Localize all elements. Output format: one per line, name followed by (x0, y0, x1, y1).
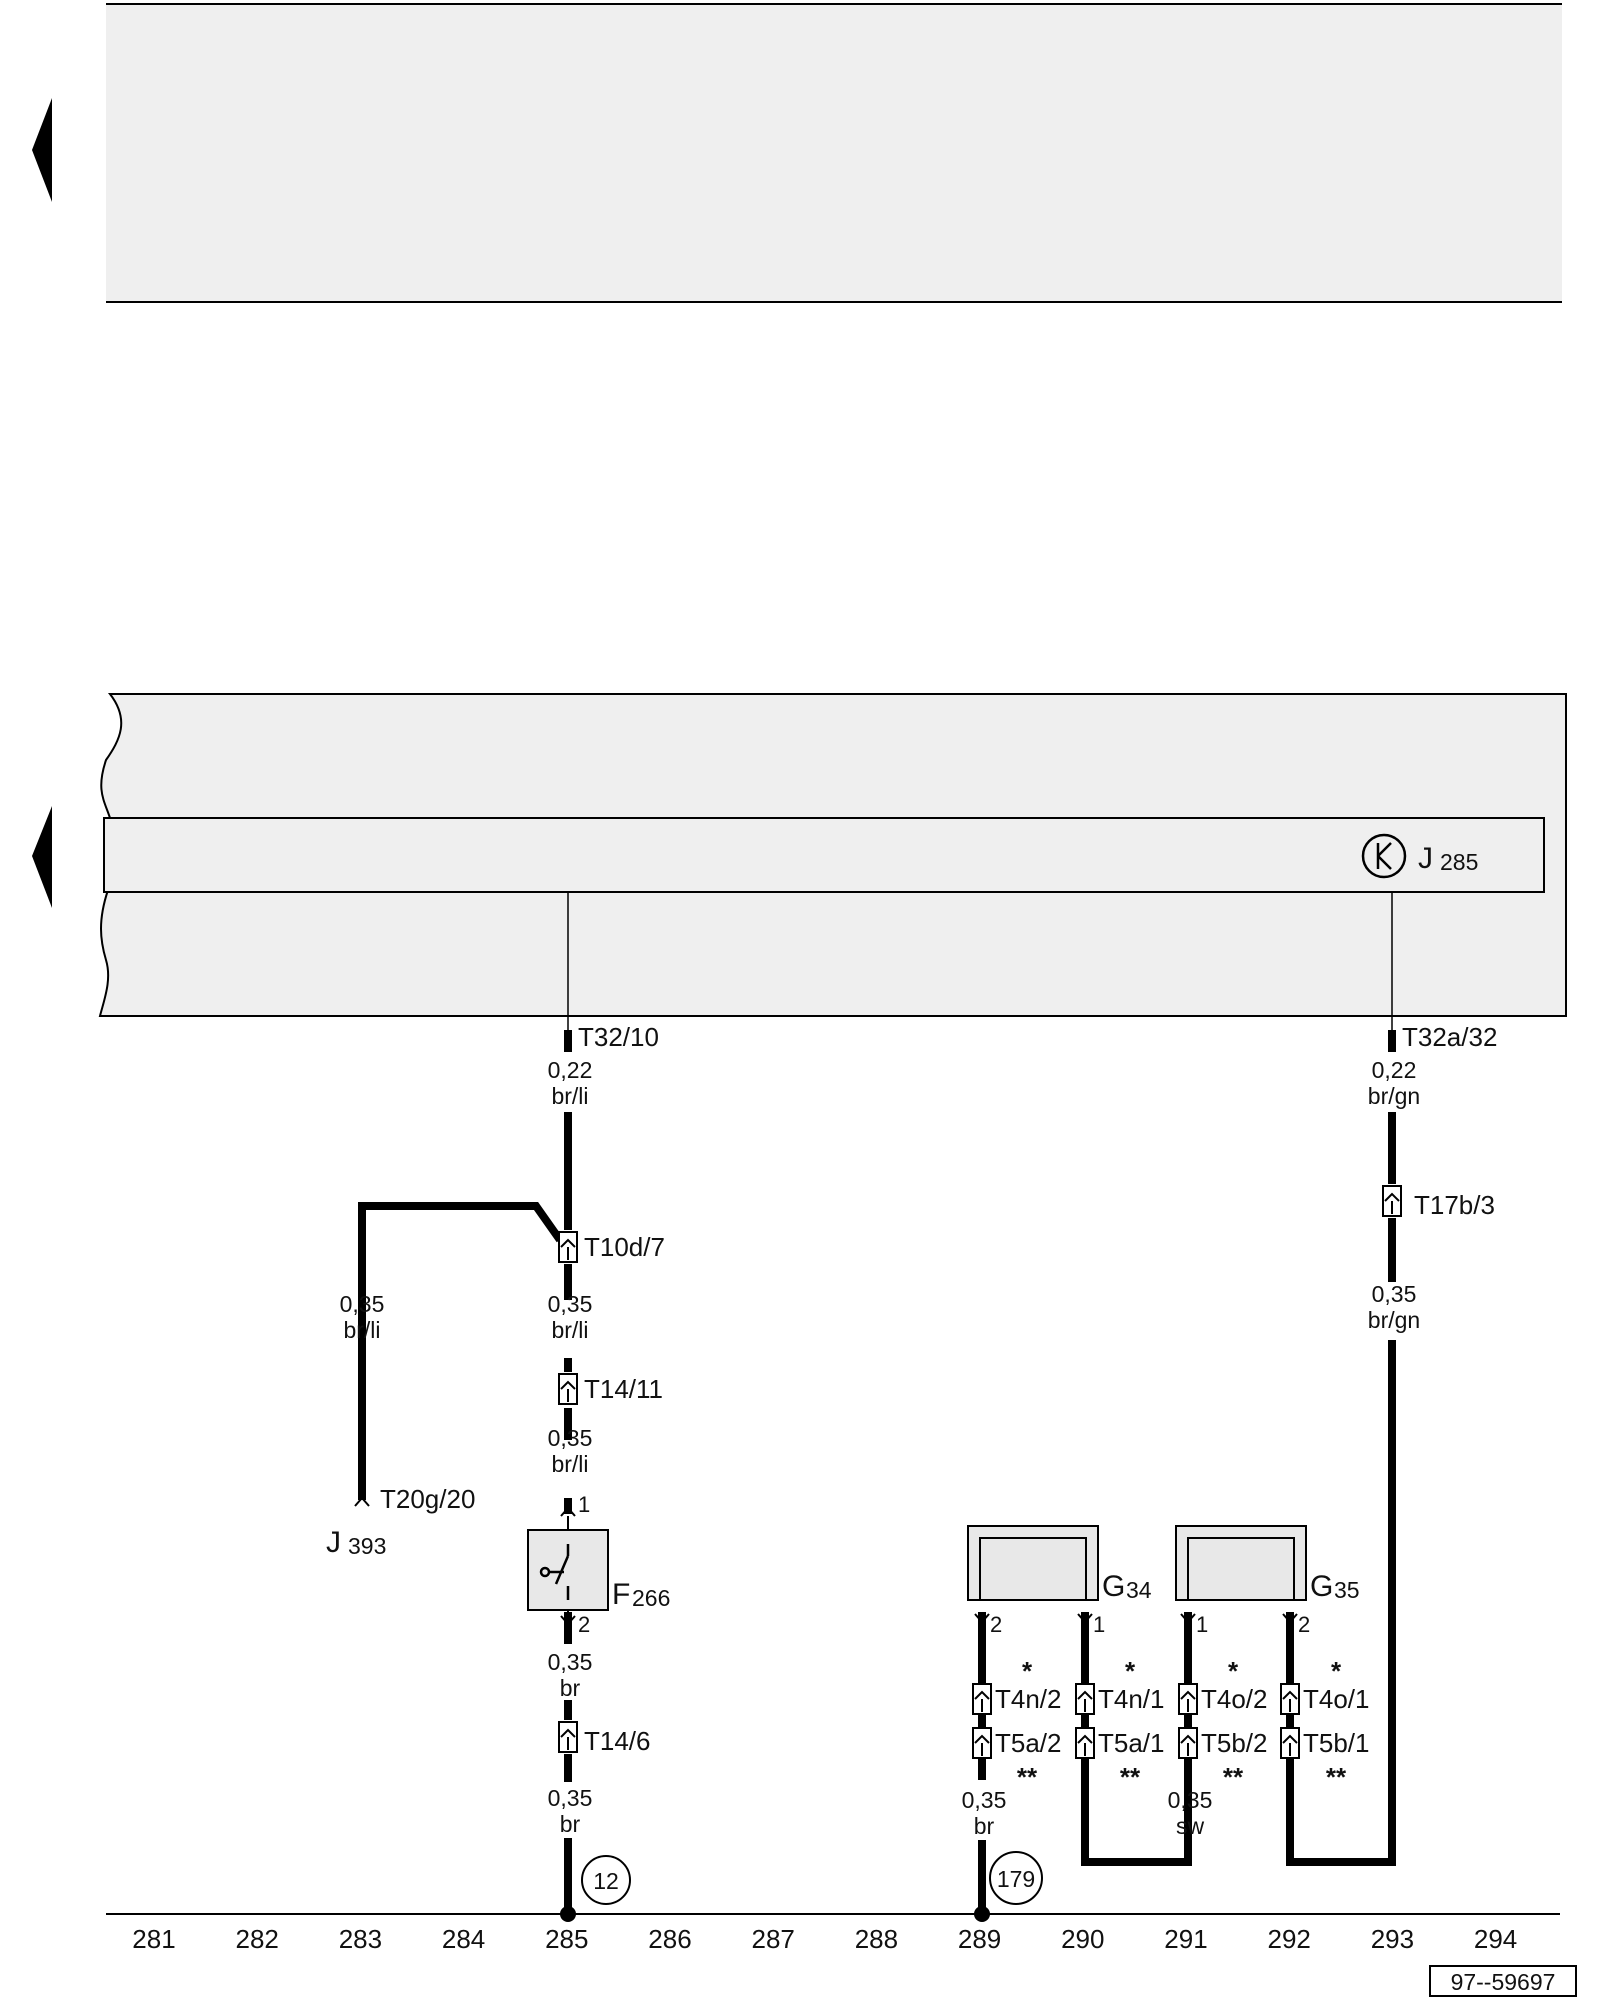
wire-color: br/gn (1368, 1083, 1420, 1109)
pin-end-icon (354, 1496, 370, 1507)
connector-label: T5b/1 (1303, 1728, 1370, 1758)
wire-size: 0,35 (548, 1649, 593, 1675)
wire-color: br (974, 1813, 995, 1839)
upper-component-panel (106, 4, 1562, 302)
wire-segment (358, 1202, 564, 1500)
column-number: 286 (648, 1924, 691, 1954)
column-number: 291 (1164, 1924, 1207, 1954)
double-star-marker: ** (1120, 1762, 1141, 1792)
component-sub: 35 (1334, 1577, 1360, 1603)
continuation-arrow-icon (32, 98, 52, 202)
star-marker: * (1228, 1656, 1239, 1686)
connector-label: T4n/2 (995, 1684, 1062, 1714)
switch-icon (539, 1544, 570, 1600)
wire-size: 0,35 (548, 1291, 593, 1317)
connector-label: T32a/32 (1402, 1022, 1497, 1052)
connector-pin-icon (1388, 1030, 1396, 1052)
wire-size: 0,35 (340, 1291, 385, 1317)
wire-size: 0,35 (548, 1425, 593, 1451)
column-number: 284 (442, 1924, 485, 1954)
connector-label: T17b/3 (1414, 1190, 1495, 1220)
connector-label: T10d/7 (584, 1232, 665, 1262)
component-sub: 393 (348, 1533, 386, 1559)
column-number: 283 (339, 1924, 382, 1954)
column-number: 289 (958, 1924, 1001, 1954)
connector-label: T14/6 (584, 1726, 651, 1756)
column-number: 282 (236, 1924, 279, 1954)
ground-point-label: 179 (997, 1866, 1035, 1892)
wire-color: br (560, 1675, 581, 1701)
wire-size: 0,22 (1372, 1057, 1417, 1083)
column-number: 294 (1474, 1924, 1517, 1954)
wire-color: sw (1176, 1813, 1205, 1839)
column-number: 292 (1268, 1924, 1311, 1954)
wire-size: 0,35 (1372, 1281, 1417, 1307)
wire-color: br/li (551, 1317, 588, 1343)
pin-end-icon (560, 1506, 576, 1517)
wire-size: 0,35 (548, 1785, 593, 1811)
component-label: F (612, 1578, 630, 1611)
ground-point-circle (581, 1855, 631, 1905)
ground-point-label: 12 (593, 1868, 619, 1894)
junction-dot (560, 1906, 576, 1922)
column-number: 288 (855, 1924, 898, 1954)
component-sub: 34 (1126, 1577, 1152, 1603)
wire-color: br/gn (1368, 1307, 1420, 1333)
control-unit-inner-board (103, 817, 1545, 893)
pin-number: 2 (990, 1612, 1002, 1637)
component-sub: 266 (632, 1585, 670, 1611)
pin-number: 1 (1093, 1612, 1105, 1637)
double-star-marker: ** (1017, 1762, 1038, 1792)
ground-point-circle (989, 1851, 1043, 1905)
pin-number: 1 (578, 1492, 590, 1517)
connector-label: T14/11 (584, 1374, 663, 1404)
wire-color: br/li (343, 1317, 380, 1343)
wire-size: 0,35 (962, 1787, 1007, 1813)
wire-color: br (560, 1811, 581, 1837)
pin-number: 1 (1196, 1612, 1208, 1637)
double-star-marker: ** (1223, 1762, 1244, 1792)
pin-end-icon (1077, 1613, 1093, 1624)
star-marker: * (1125, 1656, 1136, 1686)
pin-end-icon (1282, 1613, 1298, 1624)
control-unit-label: J (1418, 842, 1433, 875)
wire-size: 0,22 (548, 1057, 593, 1083)
pin-end-icon (560, 1615, 576, 1626)
connector-label: T5a/1 (1098, 1728, 1165, 1758)
connector-label: T4n/1 (1098, 1684, 1165, 1714)
pin-number: 2 (1298, 1612, 1310, 1637)
connector-label: T32/10 (578, 1022, 659, 1052)
column-numbers: 281 282 283 284 285 286 287 288 289 290 291 292 293 2… (132, 1924, 1517, 1954)
component-label: G (1102, 1570, 1125, 1603)
column-number: 287 (752, 1924, 795, 1954)
continuation-arrow-icon (32, 806, 52, 908)
column-number: 293 (1371, 1924, 1414, 1954)
pin-end-icon (1180, 1613, 1196, 1624)
column-number: 285 (545, 1924, 588, 1954)
pin-number: 2 (578, 1612, 590, 1637)
column-number: 281 (132, 1924, 175, 1954)
component-label: J (326, 1526, 341, 1559)
connector-label: T5b/2 (1201, 1728, 1268, 1758)
connector-label: T4o/1 (1303, 1684, 1370, 1714)
wire-size: 0,35 (1168, 1787, 1213, 1813)
double-star-marker: ** (1326, 1762, 1347, 1792)
reference-box (1429, 1965, 1577, 1997)
column-number: 290 (1061, 1924, 1104, 1954)
connector-label: T4o/2 (1201, 1684, 1268, 1714)
wire-color: br/li (551, 1451, 588, 1477)
connector-label: T5a/2 (995, 1728, 1062, 1758)
pin-end-icon (974, 1613, 990, 1624)
transistor-icon (1361, 833, 1407, 879)
connector-label: T20g/20 (380, 1484, 475, 1514)
connector-pin-icon (564, 1030, 572, 1052)
component-label: G (1310, 1570, 1333, 1603)
wire-color: br/li (551, 1083, 588, 1109)
star-marker: * (1022, 1656, 1033, 1686)
star-marker: * (1331, 1656, 1342, 1686)
reference-number: 97--59697 (1451, 1969, 1556, 1995)
control-unit-sub: 285 (1440, 849, 1478, 875)
junction-dot (974, 1906, 990, 1922)
